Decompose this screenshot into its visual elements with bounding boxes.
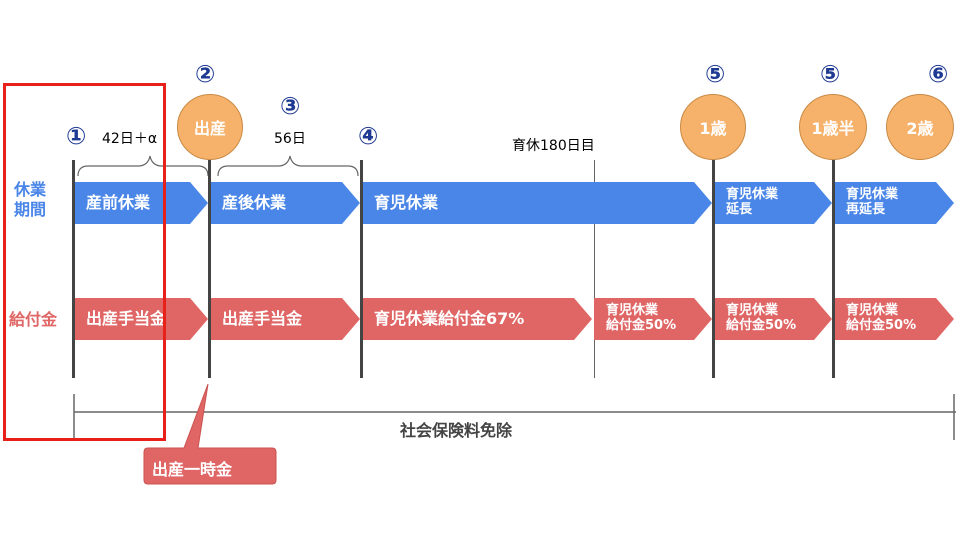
age-1-5-line (832, 160, 835, 378)
benefit-side-label: 給付金 (9, 310, 58, 329)
marker-2: ② (195, 60, 216, 88)
leave-re-extension-label: 育児休業 再延長 (846, 187, 899, 217)
lump-sum-callout-shape (143, 383, 277, 485)
marker-6: ⑥ (928, 60, 949, 88)
brace-lines (77, 155, 359, 177)
postnatal-brace (217, 155, 359, 177)
postnatal-leave-label: 産後休業 (222, 192, 287, 212)
childcare-benefit-67-label: 育児休業給付金67% (374, 308, 525, 328)
maternity-allowance-arrow-1: 出産手当金 (74, 298, 208, 340)
marker-3: ③ (280, 92, 301, 120)
postnatal-leave-arrow: 産後休業 (210, 182, 360, 224)
childcare-benefit-50-label-b: 育児休業 給付金50% (726, 303, 797, 333)
childcare-benefit-67-arrow: 育児休業給付金67% (362, 298, 592, 340)
childcare-leave-arrow: 育児休業 (362, 182, 712, 224)
marker-5a: ⑤ (705, 60, 726, 88)
prenatal-days-label: 42日＋α (102, 131, 158, 147)
social-insurance-label: 社会保険料免除 (400, 421, 513, 440)
age-2-circle: 2歳 (886, 94, 954, 160)
prenatal-brace (77, 155, 209, 177)
childcare-leave-label: 育児休業 (374, 192, 439, 212)
maternity-allowance-label-1: 出産手当金 (86, 308, 167, 328)
marker-1: ① (66, 122, 87, 150)
maternity-allowance-arrow-2: 出産手当金 (210, 298, 360, 340)
marker-4: ④ (358, 122, 379, 150)
childcare-benefit-50-arrow-b: 育児休業 給付金50% (714, 298, 832, 340)
childcare-benefit-50-label-a: 育児休業 給付金50% (606, 303, 677, 333)
leave-re-extension-arrow: 育児休業 再延長 (834, 182, 954, 224)
birth-circle: 出産 (177, 94, 243, 160)
birth-line (208, 160, 211, 378)
highlight-box (3, 83, 166, 441)
maternity-allowance-label-2: 出産手当金 (222, 308, 303, 328)
social-insurance-bracket (73, 394, 956, 440)
age-1-5-circle: 1歳半 (799, 94, 867, 160)
childcare-start-line (360, 160, 363, 378)
childcare-benefit-50-arrow-c: 育児休業 給付金50% (834, 298, 954, 340)
prenatal-leave-label: 産前休業 (86, 192, 151, 212)
prenatal-leave-arrow: 産前休業 (74, 182, 208, 224)
postnatal-days-label: 56日 (274, 131, 306, 147)
leave-extension-arrow: 育児休業 延長 (714, 182, 832, 224)
leave-period-side-label: 休業 期間 (14, 180, 47, 219)
age-1-line (712, 160, 715, 378)
leave-extension-label: 育児休業 延長 (726, 187, 779, 217)
childcare-benefit-50-arrow-a: 育児休業 給付金50% (594, 298, 712, 340)
childcare-benefit-50-label-c: 育児休業 給付金50% (846, 303, 917, 333)
marker-5b: ⑤ (820, 60, 841, 88)
day-180-label: 育休180日目 (512, 138, 595, 154)
timeline-start-line (72, 160, 75, 378)
age-1-circle: 1歳 (680, 94, 746, 160)
lump-sum-callout-label: 出産一時金 (152, 460, 233, 479)
day180-line (594, 160, 595, 378)
